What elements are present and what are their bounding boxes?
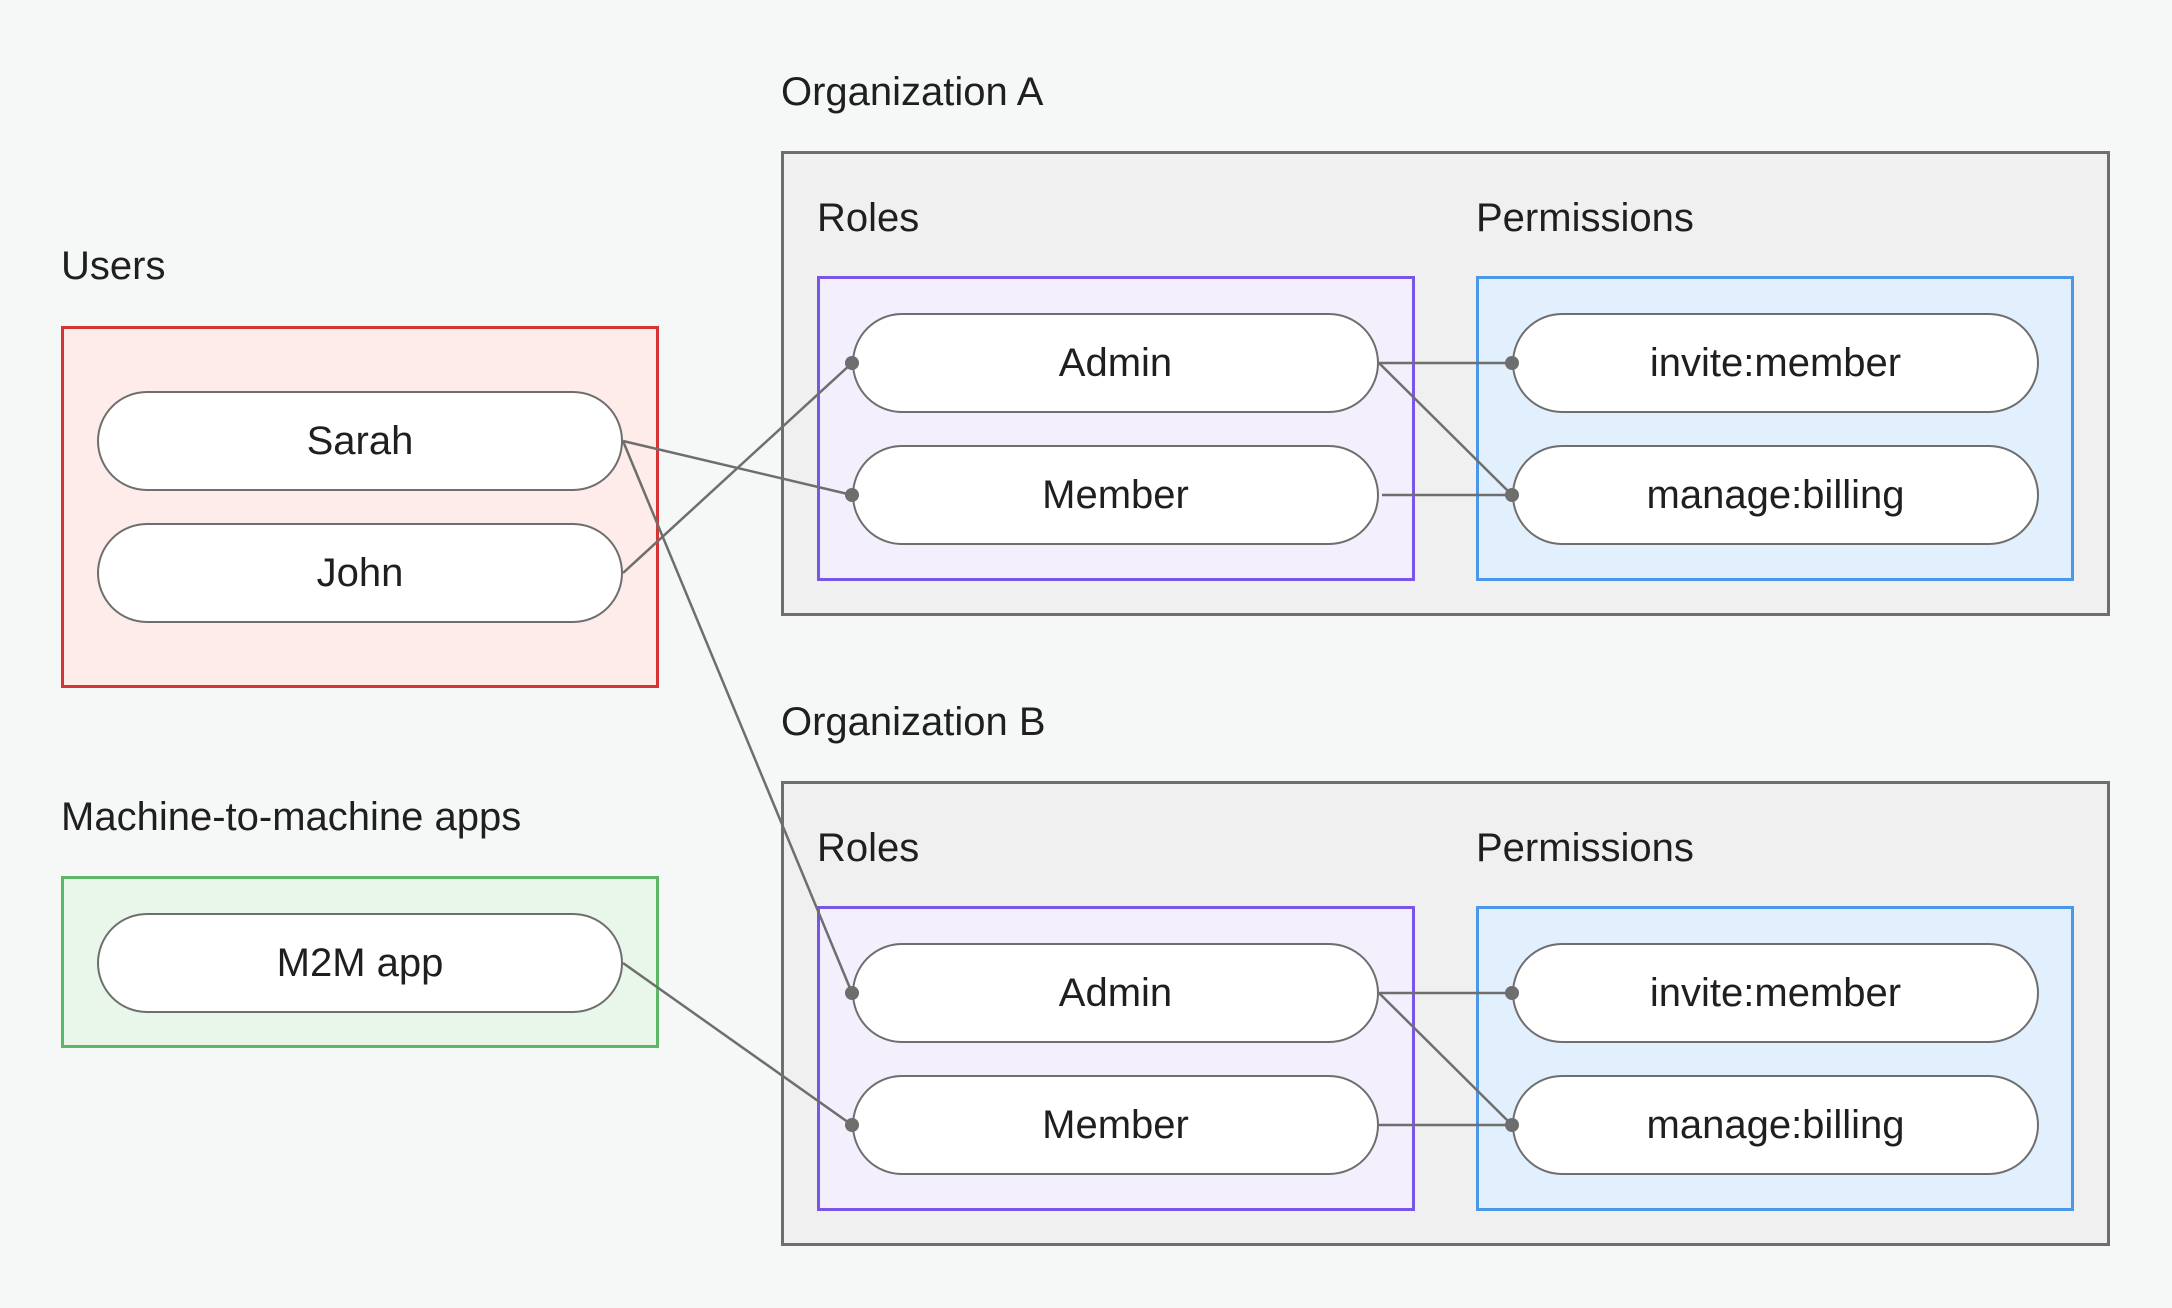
user-sarah[interactable]: Sarah: [97, 391, 623, 491]
org-a-role-member[interactable]: Member: [852, 445, 1379, 545]
org-b-permissions-heading: Permissions: [1476, 826, 1694, 870]
users-heading: Users: [61, 244, 166, 288]
org-b-role-admin[interactable]: Admin: [852, 943, 1379, 1043]
org-a-roles-heading: Roles: [817, 196, 920, 240]
org-a-heading: Organization A: [781, 70, 1044, 114]
m2m-app[interactable]: M2M app: [97, 913, 623, 1013]
users-group: [61, 326, 659, 688]
org-b-role-member[interactable]: Member: [852, 1075, 1379, 1175]
org-a-role-admin[interactable]: Admin: [852, 313, 1379, 413]
org-a-permissions-heading: Permissions: [1476, 196, 1694, 240]
org-a-permission-invite-member[interactable]: invite:member: [1512, 313, 2039, 413]
org-b-permission-invite-member[interactable]: invite:member: [1512, 943, 2039, 1043]
org-b-roles-heading: Roles: [817, 826, 920, 870]
org-b-heading: Organization B: [781, 700, 1046, 744]
org-b-permission-manage-billing[interactable]: manage:billing: [1512, 1075, 2039, 1175]
org-a-permission-manage-billing[interactable]: manage:billing: [1512, 445, 2039, 545]
user-john[interactable]: John: [97, 523, 623, 623]
m2m-heading: Machine-to-machine apps: [61, 795, 522, 839]
